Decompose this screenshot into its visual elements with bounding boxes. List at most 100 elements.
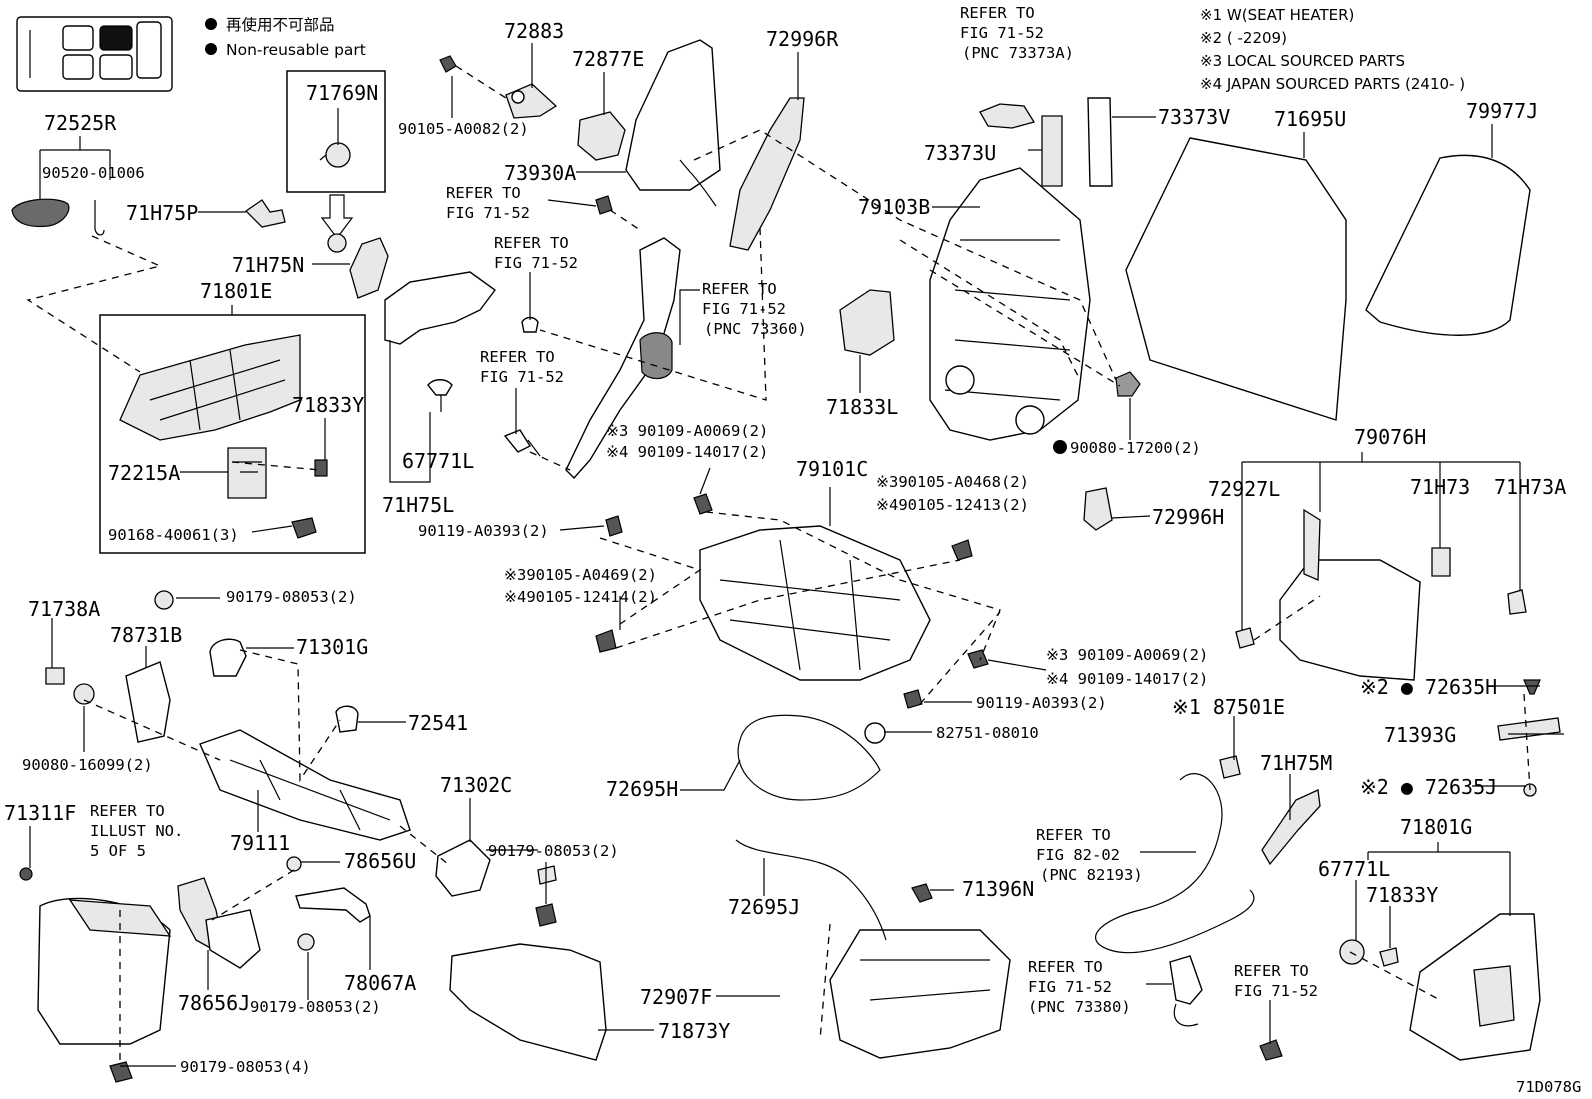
label-90105-12414: ※490105-12414(2): [504, 588, 657, 606]
refer-anchor-l1: REFER TO: [494, 234, 569, 252]
label-72695J: 72695J: [728, 895, 800, 919]
label-71H73: 71H73: [1410, 475, 1470, 499]
label-72635H: ※2 ● 72635H: [1360, 675, 1497, 699]
notes: ※1 W(SEAT HEATER) ※2 ( -2209) ※3 LOCAL S…: [1200, 6, 1465, 93]
label-90179-08053-b: 90179-08053(2): [488, 842, 619, 860]
label-67771L: 67771L: [402, 449, 474, 473]
label-79977J: 79977J: [1466, 99, 1538, 123]
label-90109-14017-b: ※4 90109-14017(2): [1046, 670, 1208, 688]
label-72877E: 72877E: [572, 47, 644, 71]
refer-buckle-bolt-l1: REFER TO: [480, 348, 555, 366]
label-82751-08010: 82751-08010: [936, 724, 1039, 742]
refer-anchor-l2: FIG 71-52: [494, 254, 578, 272]
label-72635J: ※2 ● 72635J: [1360, 775, 1497, 799]
label-72695H: 72695H: [606, 777, 678, 801]
non-reusable-dot-icon: [1053, 440, 1067, 454]
note-4: ※4 JAPAN SOURCED PARTS (2410- ): [1200, 75, 1465, 93]
label-90179-08053-c: 90179-08053(2): [250, 998, 381, 1016]
refer-buckle-l2: FIG 71-52: [1028, 978, 1112, 996]
refer-retractor-l2: FIG 71-52: [702, 300, 786, 318]
illustration-id: 71D078G: [1516, 1078, 1581, 1096]
refer-buckle-l3: (PNC 73380): [1028, 998, 1131, 1016]
label-78067A: 78067A: [344, 971, 416, 995]
note-2: ※2 ( -2209): [1200, 29, 1287, 47]
label-71833Y-b: 71833Y: [1366, 883, 1438, 907]
label-78656U: 78656U: [344, 849, 416, 873]
label-71H75L: 71H75L: [382, 493, 454, 517]
label-71873Y: 71873Y: [658, 1019, 730, 1043]
label-90168-40061: 90168-40061(3): [108, 526, 239, 544]
label-71H75M: 71H75M: [1260, 751, 1332, 775]
label-72927L: 72927L: [1208, 477, 1280, 501]
refer-notes: REFER TO FIG 71-52 (PNC 73373A) REFER TO…: [90, 4, 1318, 1016]
label-90179-08053-a: 90179-08053(2): [226, 588, 357, 606]
label-90119-A0393-b: 90119-A0393(2): [976, 694, 1107, 712]
refer-illust-l3: 5 OF 5: [90, 842, 146, 860]
label-87501E: ※1 87501E: [1172, 695, 1285, 719]
refer-bolt-br-l2: FIG 71-52: [1234, 982, 1318, 1000]
refer-wire-l3: (PNC 82193): [1040, 866, 1143, 884]
refer-illust-l1: REFER TO: [90, 802, 165, 820]
label-78731B: 78731B: [110, 623, 182, 647]
refer-wire-l1: REFER TO: [1036, 826, 1111, 844]
label-72215A: 72215A: [108, 461, 180, 485]
label-90105-A0468: ※390105-A0468(2): [876, 473, 1029, 491]
label-90520-01006: 90520-01006: [42, 164, 145, 182]
note-1: ※1 W(SEAT HEATER): [1200, 6, 1354, 24]
label-71302C: 71302C: [440, 773, 512, 797]
refer-buckle-l1: REFER TO: [1028, 958, 1103, 976]
label-72907F: 72907F: [640, 985, 712, 1009]
label-72525R: 72525R: [44, 111, 117, 135]
label-79103B: 79103B: [858, 195, 930, 219]
label-71695U: 71695U: [1274, 107, 1346, 131]
label-73373U: 73373U: [924, 141, 996, 165]
label-79111: 79111: [230, 831, 290, 855]
label-90109-14017-a: ※4 90109-14017(2): [606, 443, 768, 461]
label-90109-A0069-b: ※3 90109-A0069(2): [1046, 646, 1208, 664]
refer-buckle-bolt-l2: FIG 71-52: [480, 368, 564, 386]
refer-retractor-l1: REFER TO: [702, 280, 777, 298]
legend-dot-icon: [205, 43, 217, 55]
refer-top-l1: REFER TO: [960, 4, 1035, 22]
label-71801G: 71801G: [1400, 815, 1472, 839]
label-90105-A0469: ※390105-A0469(2): [504, 566, 657, 584]
label-90105-A0082: 90105-A0082(2): [398, 120, 529, 138]
label-71H75N: 71H75N: [232, 253, 304, 277]
label-71393G: 71393G: [1384, 723, 1456, 747]
label-71H75P: 71H75P: [126, 201, 198, 225]
refer-top-l2: FIG 71-52: [960, 24, 1044, 42]
legend-jp: 再使用不可部品: [226, 16, 335, 34]
note-3: ※3 LOCAL SOURCED PARTS: [1200, 52, 1405, 70]
part-shapes: [11, 39, 1561, 1083]
legend-en: Non-reusable part: [226, 41, 366, 59]
part-detail-box: [286, 70, 386, 193]
refer-illust-l2: ILLUST NO.: [90, 822, 183, 840]
label-73373V: 73373V: [1158, 105, 1230, 129]
label-72883: 72883: [504, 19, 564, 43]
label-78656J: 78656J: [178, 991, 250, 1015]
refer-bolt-br-l1: REFER TO: [1234, 962, 1309, 980]
refer-seatbelt-top-l1: REFER TO: [446, 184, 521, 202]
label-71833Y: 71833Y: [292, 393, 364, 417]
label-72996R: 72996R: [766, 27, 839, 51]
seat-position-icon: [16, 16, 173, 92]
label-71738A: 71738A: [28, 597, 100, 621]
label-79076H: 79076H: [1354, 425, 1426, 449]
guide-lines: [26, 65, 1531, 1060]
label-90179-08053-d: 90179-08053(4): [180, 1058, 311, 1076]
label-71396N: 71396N: [962, 877, 1034, 901]
label-90105-12413: ※490105-12413(2): [876, 496, 1029, 514]
part-labels: 72525R 90520-01006 71769N 71H75P 71H75N …: [4, 19, 1581, 1096]
label-71801E: 71801E: [200, 279, 272, 303]
label-71833L: 71833L: [826, 395, 898, 419]
label-79101C: 79101C: [796, 457, 868, 481]
legend: 再使用不可部品 Non-reusable part: [205, 16, 366, 59]
leader-lines: [29, 43, 1564, 1067]
refer-wire-l2: FIG 82-02: [1036, 846, 1120, 864]
label-71311F: 71311F: [4, 801, 76, 825]
label-73930A: 73930A: [504, 161, 576, 185]
refer-top-l3: (PNC 73373A): [962, 44, 1074, 62]
legend-dot-icon: [205, 18, 217, 30]
label-71769N: 71769N: [306, 81, 378, 105]
